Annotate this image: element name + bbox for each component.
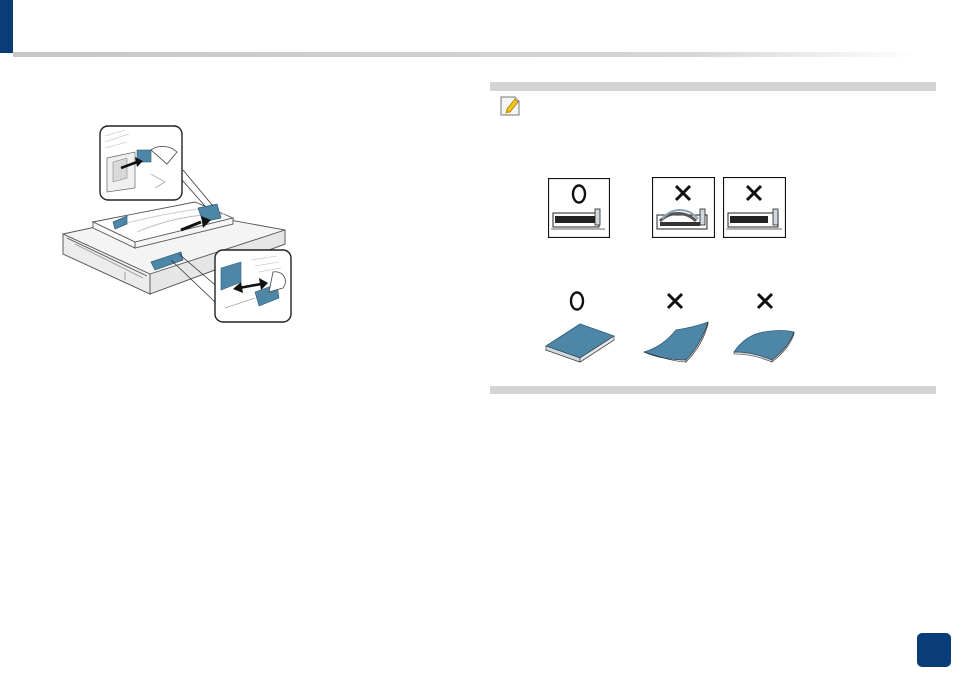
note-box	[490, 82, 936, 394]
note-top-bar	[490, 82, 936, 91]
paper-tray-illustration	[55, 122, 300, 327]
guide-zoom-inset-top	[100, 126, 182, 200]
correct-mark-icon	[571, 293, 583, 310]
header-divider	[13, 52, 918, 57]
wrong-mark-icon	[668, 294, 682, 308]
paper-bent-figure	[652, 177, 715, 238]
note-bottom-bar	[490, 386, 936, 394]
curled-stack-figure	[640, 290, 712, 364]
guide-zoom-inset-bottom	[215, 250, 291, 322]
page-number-badge	[917, 633, 951, 667]
header-accent-bar	[0, 0, 13, 53]
wrong-mark-icon	[758, 294, 772, 308]
wavy-stack-figure	[732, 290, 804, 364]
note-pencil-icon	[498, 94, 522, 118]
flat-stack-figure	[544, 290, 616, 364]
guide-correct-figure	[548, 178, 610, 238]
guide-gap-figure	[723, 177, 786, 238]
